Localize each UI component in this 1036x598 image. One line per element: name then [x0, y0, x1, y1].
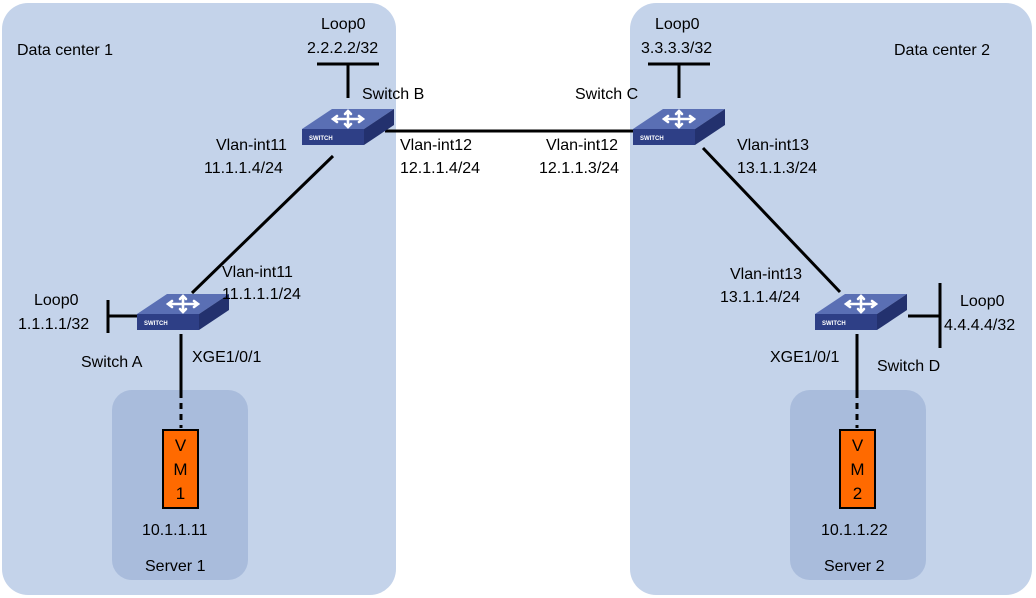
- switch-b-badge: SWITCH: [309, 136, 333, 142]
- link-switch-c-switch-d: [701, 146, 842, 294]
- vm-1-ip: 10.1.1.11: [142, 522, 208, 539]
- switch-c-vlan-int13-ip: 13.1.1.3/24: [737, 160, 817, 177]
- switch-d-vlan-int13-ip: 13.1.1.4/24: [720, 289, 800, 306]
- switch-a-loopback-ip: 1.1.1.1/32: [18, 316, 89, 333]
- switch-a-badge: SWITCH: [144, 321, 168, 327]
- datacenter-2-area: [630, 3, 1032, 595]
- switch-d-icon: SWITCH: [813, 292, 909, 332]
- switch-a-port-label: XGE1/0/1: [192, 349, 261, 366]
- vm-2-letter-2: M: [850, 460, 864, 479]
- loopback-stub-switch-c: [648, 62, 710, 98]
- switch-d-loopback-name: Loop0: [960, 293, 1005, 310]
- loopback-stub-switch-b: [317, 62, 379, 98]
- vm-1-letter-2: M: [173, 460, 187, 479]
- server-2-label: Server 2: [824, 558, 885, 575]
- link-switch-a-switch-b: [190, 154, 335, 295]
- server-1-label: Server 1: [145, 558, 206, 575]
- switch-b-label: Switch B: [362, 86, 424, 103]
- switch-c-icon: SWITCH: [631, 107, 727, 147]
- switch-d-port-label: XGE1/0/1: [770, 349, 839, 366]
- switch-b-vlan-int11-ip: 11.1.1.4/24: [204, 160, 283, 177]
- vm-1-letter-3: 1: [176, 484, 185, 503]
- switch-d-vlan-int13-label: Vlan-int13: [730, 266, 802, 283]
- switch-c-vlan-int12-label: Vlan-int12: [546, 137, 618, 154]
- switch-b-loopback-name: Loop0: [321, 16, 366, 33]
- switch-a-vlan-int11-label: Vlan-int11: [222, 264, 293, 281]
- switch-a-vlan-int11-ip: 11.1.1.1/24: [222, 286, 301, 303]
- switch-b-vlan-int12-label: Vlan-int12: [400, 137, 472, 154]
- switch-c-label: Switch C: [575, 86, 638, 103]
- switch-c-vlan-int12-ip: 12.1.1.3/24: [539, 160, 619, 177]
- switch-c-loopback-ip: 3.3.3.3/32: [641, 40, 712, 57]
- vm-2-letter-1: V: [852, 436, 864, 455]
- vm-1-letter-1: V: [175, 436, 187, 455]
- switch-b-vlan-int12-ip: 12.1.1.4/24: [400, 160, 480, 177]
- switch-a-icon: SWITCH: [135, 292, 231, 332]
- switch-b-vlan-int11-label: Vlan-int11: [216, 137, 287, 154]
- switch-c-loopback-name: Loop0: [655, 16, 700, 33]
- datacenter-2-label: Data center 2: [894, 42, 990, 59]
- vm-1: V M 1: [162, 429, 199, 509]
- switch-a-label: Switch A: [81, 354, 143, 371]
- loopback-stub-switch-d: [908, 283, 942, 348]
- switch-b-loopback-ip: 2.2.2.2/32: [307, 40, 378, 57]
- datacenter-1-label: Data center 1: [17, 42, 113, 59]
- vm-2-ip: 10.1.1.22: [821, 522, 888, 539]
- vm-2: V M 2: [839, 429, 876, 509]
- switch-d-loopback-ip: 4.4.4.4/32: [944, 317, 1015, 334]
- switch-c-badge: SWITCH: [640, 136, 664, 142]
- loopback-stub-switch-a: [106, 300, 140, 333]
- switch-c-vlan-int13-label: Vlan-int13: [737, 137, 809, 154]
- vm-2-letter-3: 2: [853, 484, 862, 503]
- switch-d-label: Switch D: [877, 358, 940, 375]
- switch-a-loopback-name: Loop0: [34, 292, 79, 309]
- switch-d-badge: SWITCH: [822, 321, 846, 327]
- switch-b-icon: SWITCH: [300, 107, 396, 147]
